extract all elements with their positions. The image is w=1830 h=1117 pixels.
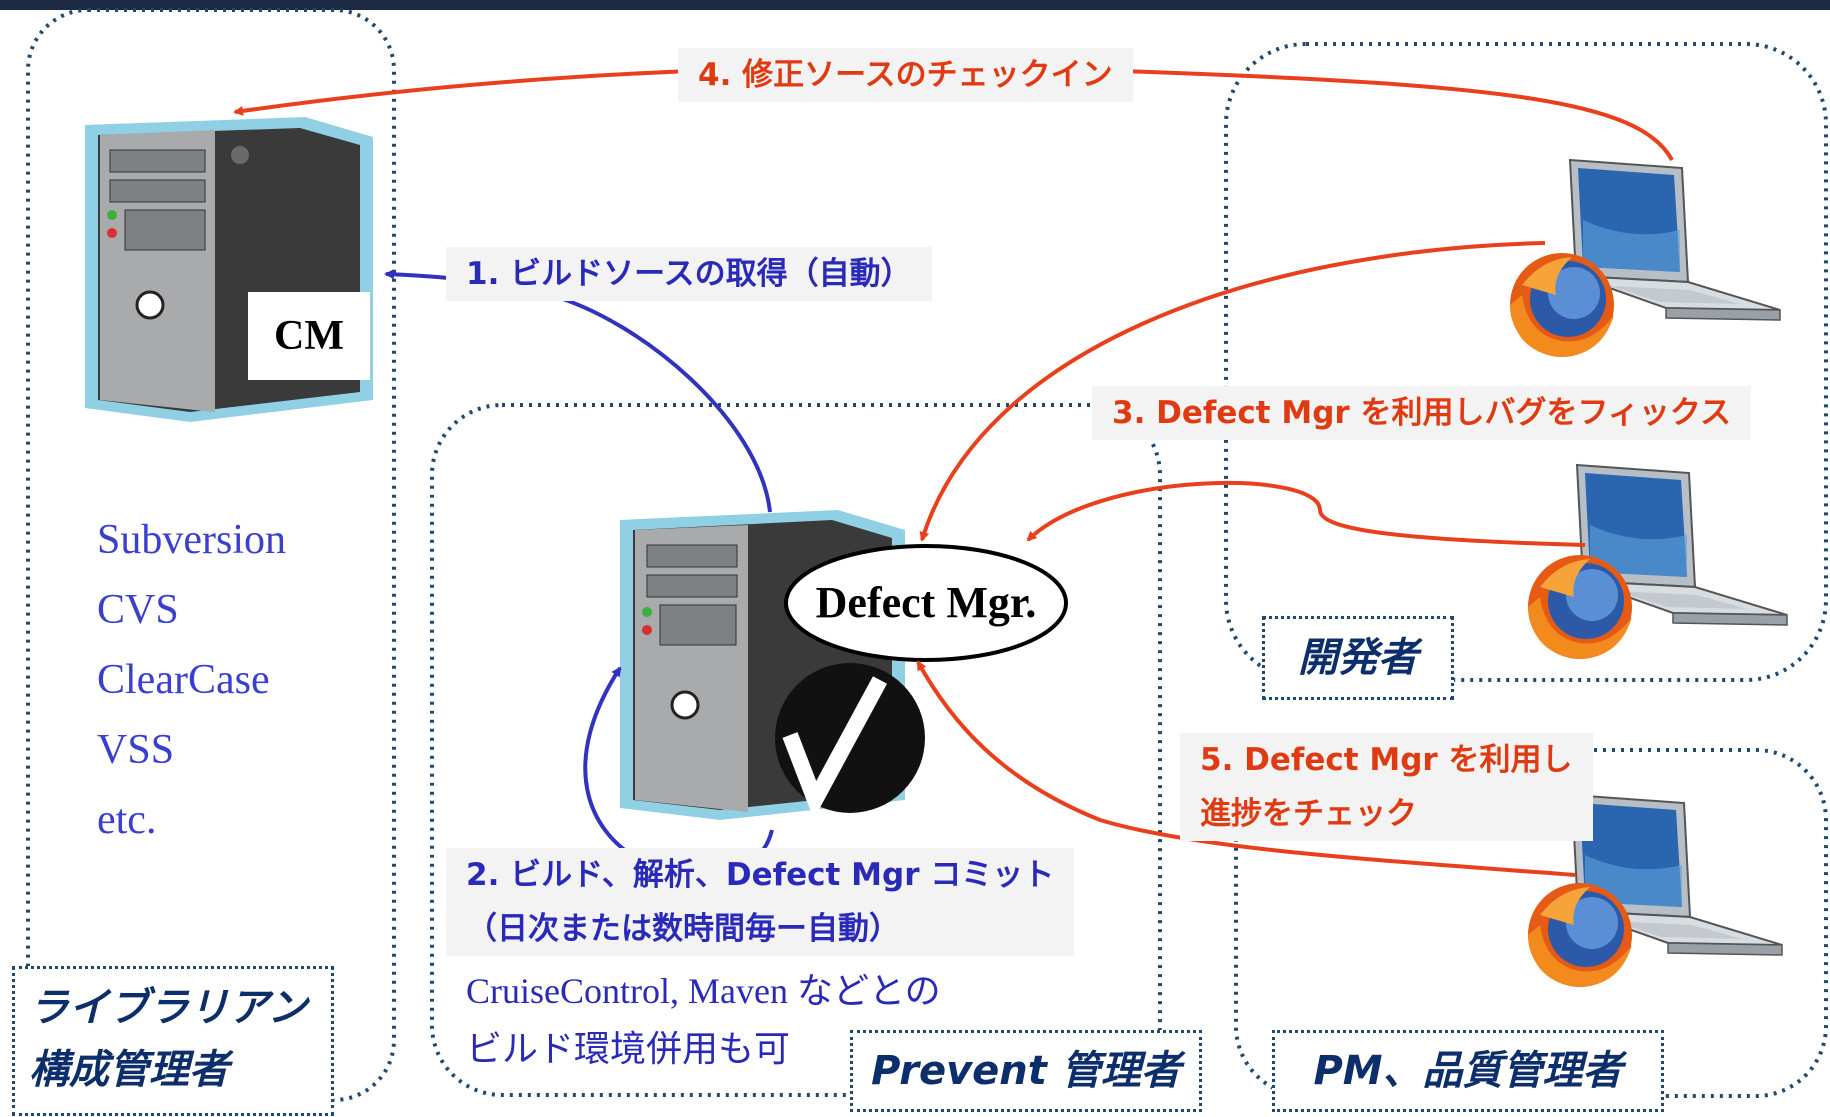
step2-line1: 2. ビルド、解析、Defect Mgr コミット — [466, 857, 1055, 893]
step3b-arrow — [1026, 480, 1586, 547]
step5-line2: 進捗をチェック — [1200, 796, 1417, 832]
step2-label: 2. ビルド、解析、Defect Mgr コミット （日次または数時間毎ー自動） — [446, 848, 1075, 956]
cm-tag: CM — [248, 292, 370, 380]
firefox-icon — [1528, 883, 1632, 987]
step3-label: 3. Defect Mgr を利用しバグをフィックス — [1092, 386, 1751, 440]
step5-label: 5. Defect Mgr を利用し 進捗をチェック — [1180, 733, 1593, 841]
top-bar — [0, 0, 1830, 10]
vcs-item: CVS — [97, 587, 179, 633]
checkmark-badge-icon — [775, 663, 925, 820]
ci-note-line1: CruiseControl, Maven などとの — [466, 971, 941, 1011]
firefox-icon — [1510, 253, 1614, 357]
step5-line1: 5. Defect Mgr を利用し — [1200, 742, 1573, 778]
role-prevent-admin: Prevent 管理者 — [850, 1030, 1202, 1112]
role-librarian: ライブラリアン 構成管理者 — [12, 966, 334, 1116]
defect-manager-bubble — [784, 544, 1068, 662]
step1-arrow — [384, 269, 772, 513]
prevent-zone — [430, 403, 1162, 1097]
step5-arrow — [916, 660, 1576, 877]
defect-manager-label: Defect Mgr. — [815, 578, 1037, 627]
role-librarian-line1: ライブラリアン — [29, 985, 308, 1031]
vcs-item: Subversion — [97, 517, 286, 563]
vcs-item: VSS — [97, 727, 175, 773]
role-developer: 開発者 — [1262, 616, 1454, 700]
role-pm-qa: PM、品質管理者 — [1272, 1030, 1664, 1112]
step4-label: 4. 修正ソースのチェックイン — [678, 48, 1133, 102]
step3-arrow — [919, 241, 1546, 542]
vcs-item: ClearCase — [97, 657, 270, 703]
vcs-item: etc. — [97, 797, 157, 843]
developer-zone — [1224, 42, 1828, 682]
firefox-icon — [1528, 555, 1632, 659]
role-librarian-line2: 構成管理者 — [29, 1047, 229, 1093]
ci-note-line2: ビルド環境併用も可 — [466, 1029, 791, 1069]
step1-label: 1. ビルドソースの取得（自動） — [446, 247, 932, 301]
step2-line2: （日次または数時間毎ー自動） — [466, 911, 900, 947]
